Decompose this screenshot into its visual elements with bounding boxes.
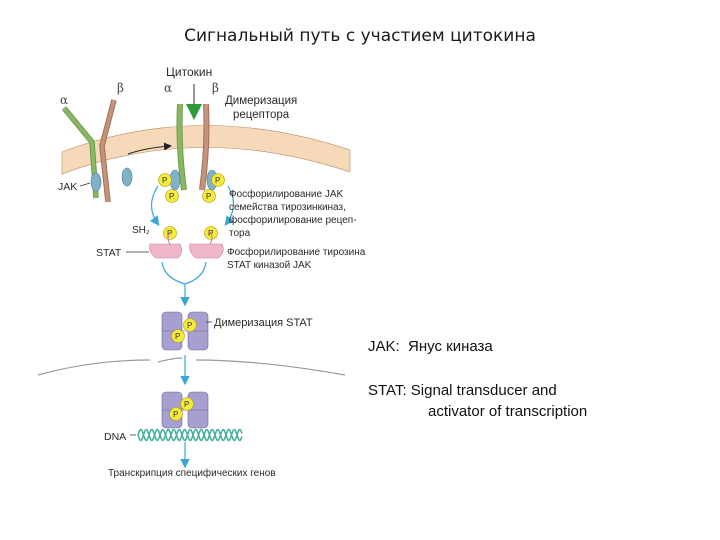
jak-protein [121,167,133,187]
jak-protein [90,172,102,192]
svg-text:рецептора: рецептора [233,109,290,121]
label-dna: DNA [104,431,126,443]
legend-stat: STAT: Signal transducer and [368,382,557,399]
svg-text:Фосфорилирование JAK: Фосфорилирование JAK [229,188,344,200]
label-stat: STAT [96,247,122,259]
label-sh2: SH₂ [132,225,150,236]
label-jak: JAK [58,181,77,193]
legend-stat-def-1: Signal transducer and [410,382,557,399]
svg-text:тора: тора [229,228,251,239]
svg-text:P: P [173,410,178,419]
svg-text:P: P [215,176,220,185]
legend-jak-def: Янус киназа [408,338,493,355]
legend-jak: JAK: Янус киназа [368,338,493,355]
phospho-groups-receptor: P P P P P P [158,173,225,240]
legend-stat-line2: activator of transcription [428,403,587,420]
nuclear-membrane [37,357,346,376]
legend-stat-def-2: activator of transcription [428,403,588,420]
svg-text:P: P [187,321,192,330]
label-alpha-left: α [60,93,68,107]
svg-text:P: P [169,192,174,201]
svg-text:P: P [175,332,180,341]
label-beta-right: β [212,81,219,95]
label-dimerization-receptor: Димеризация [225,95,297,107]
membrane-direction-arrow [127,142,172,155]
label-transcription: Транскрипция специфических генов [108,467,276,479]
label-beta-left: β [117,81,124,95]
label-stat-dimerization: Димеризация STAT [214,317,313,329]
slide-title: Сигнальный путь с участием цитокина [184,26,536,46]
svg-text:фосфорилирование рецеп-: фосфорилирование рецеп- [229,214,357,226]
legend-stat-term: STAT: [368,382,407,399]
svg-text:Фосфорилирование тирозина: Фосфорилирование тирозина [227,246,366,258]
legend-jak-term: JAK: [368,338,400,355]
svg-text:семейства тирозинкиназ,: семейства тирозинкиназ, [229,202,346,213]
label-jak-phosphorylation: Фосфорилирование JAK семейства тирозинки… [229,188,357,239]
dna-helix [137,428,243,442]
stat-dimer: P P [161,311,209,351]
stat-monomers [149,231,224,259]
svg-text:P: P [162,176,167,185]
svg-text:STAT киназой JAK: STAT киназой JAK [227,260,312,271]
svg-text:P: P [184,400,189,409]
cytokine-ligand [186,104,202,120]
label-stat-phosphorylation: Фосфорилирование тирозина STAT киназой J… [227,246,366,271]
stat-dimer-nuclear: P P [161,391,209,429]
jak-pointer [79,182,91,187]
cell-membrane [61,125,351,175]
label-alpha-right: α [164,81,172,95]
label-cytokine: Цитокин [166,65,212,79]
svg-text:P: P [206,192,211,201]
inactive-receptor [61,99,133,203]
